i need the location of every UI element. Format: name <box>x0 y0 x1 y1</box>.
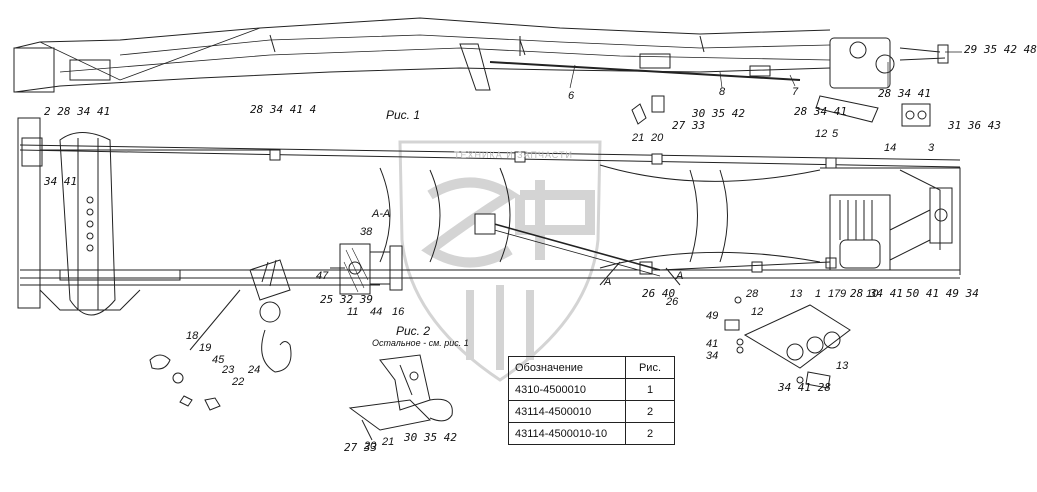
callout-19: 19 <box>199 342 212 354</box>
callout-5: 5 <box>832 128 839 140</box>
callout-34-41-28: 34 41 28 <box>778 381 831 394</box>
table-cell-fig: 1 <box>625 378 675 401</box>
callout-16: 16 <box>392 306 405 318</box>
callout-28-low: 28 <box>746 288 759 300</box>
callout-20-fig2: 20 <box>364 440 377 452</box>
winch <box>829 187 953 271</box>
top-frame <box>13 17 949 93</box>
fig1-caption: Рис. 1 <box>386 108 421 122</box>
callout-27-33: 27 33 <box>672 119 706 132</box>
main-frame <box>19 144 961 279</box>
callout-30-35-42: 30 35 42 <box>692 107 745 120</box>
callout-20: 20 <box>651 132 664 144</box>
callout-25-32-39: 25 32 39 <box>320 293 373 306</box>
callout-17: 17 <box>828 288 841 300</box>
callout-12: 12 <box>815 128 828 140</box>
callout-29-35-42-48: 29 35 42 48 <box>964 43 1037 56</box>
watermark-shield <box>398 140 602 382</box>
fig2-caption: Рис. 2 <box>396 324 431 338</box>
callout-12b: 12 <box>751 306 764 318</box>
table-cell-code: 43114-4500010-10 <box>508 422 626 445</box>
callout-27-33-fig2: 27 33 <box>344 441 378 454</box>
section-mark-a-left: А <box>604 276 612 288</box>
left-assembly <box>17 117 380 316</box>
callout-21-fig2: 21 <box>382 436 395 448</box>
callout-14: 14 <box>884 142 897 154</box>
table-header-row: Обозначение Рис. <box>508 356 675 379</box>
callout-44: 44 <box>370 306 383 318</box>
callout-13b: 13 <box>836 360 849 372</box>
designation-table: Обозначение Рис. 4310-4500010 1 43114-45… <box>508 356 675 445</box>
table-row: 43114-4500010-10 2 <box>508 422 675 445</box>
line-art <box>13 17 962 441</box>
callout-9: 9 <box>840 288 847 300</box>
callout-38: 38 <box>360 226 373 238</box>
callout-23: 23 <box>222 364 235 376</box>
callout-31-36-43: 31 36 43 <box>948 119 1001 132</box>
table-cell-fig: 2 <box>625 400 675 423</box>
diagonal-shaft <box>474 213 831 277</box>
callout-2-28-34-41: 2 28 34 41 <box>44 105 111 118</box>
callout-18: 18 <box>186 330 199 342</box>
fig2-detail <box>348 354 453 441</box>
callout-6: 6 <box>568 90 575 102</box>
callout-13-low: 13 <box>790 288 803 300</box>
callout-28-34-41-4: 28 34 41 4 <box>250 103 317 116</box>
section-aa <box>330 243 403 295</box>
table-row: 4310-4500010 1 <box>508 378 675 401</box>
table-row: 43114-4500010 2 <box>508 400 675 423</box>
callout-26: 26 <box>666 296 679 308</box>
callout-47: 47 <box>316 270 329 282</box>
table-header-fig: Рис. <box>625 356 675 379</box>
callout-41: 41 <box>706 338 719 350</box>
diagram-canvas: ТЕХНИКА И ЗАПЧАСТИ Рис. 1 Рис. 2 Остальн… <box>13 17 1037 454</box>
callout-49: 49 <box>706 310 719 322</box>
watermark-text: ТЕХНИКА И ЗАПЧАСТИ <box>454 150 573 160</box>
callout-30-35-42-fig2: 30 35 42 <box>404 431 457 444</box>
winch-parts <box>724 296 851 389</box>
section-label-aa: А-А <box>372 208 391 220</box>
hook-detail <box>149 259 292 411</box>
callout-1: 1 <box>815 288 822 300</box>
table-cell-code: 4310-4500010 <box>508 378 626 401</box>
callout-7: 7 <box>792 86 799 98</box>
callout-28-34-41-top: 28 34 41 <box>878 87 931 100</box>
callout-34-41-left: 34 41 <box>44 175 78 188</box>
callout-50-41-49-34: 50 41 49 34 <box>906 287 979 300</box>
callout-28-34-41-mid: 28 34 41 <box>794 105 847 118</box>
callout-10: 10 <box>866 288 879 300</box>
fig2-note: Остальное - см. рис. 1 <box>372 338 469 348</box>
table-cell-code: 43114-4500010 <box>508 400 626 423</box>
callout-11: 11 <box>347 306 359 318</box>
table-header-code: Обозначение <box>508 356 626 379</box>
table-cell-fig: 2 <box>625 422 675 445</box>
callout-24: 24 <box>248 364 261 376</box>
callout-22: 22 <box>232 376 245 388</box>
section-mark-a-right: А <box>676 270 684 282</box>
callout-34: 34 <box>706 350 719 362</box>
callout-21: 21 <box>632 132 645 144</box>
callout-8: 8 <box>719 86 726 98</box>
callout-3: 3 <box>928 142 935 154</box>
callout-28-34-41-right: 28 34 41 <box>850 287 903 300</box>
callout-26-40: 26 40 <box>642 287 676 300</box>
callout-45: 45 <box>212 354 225 366</box>
